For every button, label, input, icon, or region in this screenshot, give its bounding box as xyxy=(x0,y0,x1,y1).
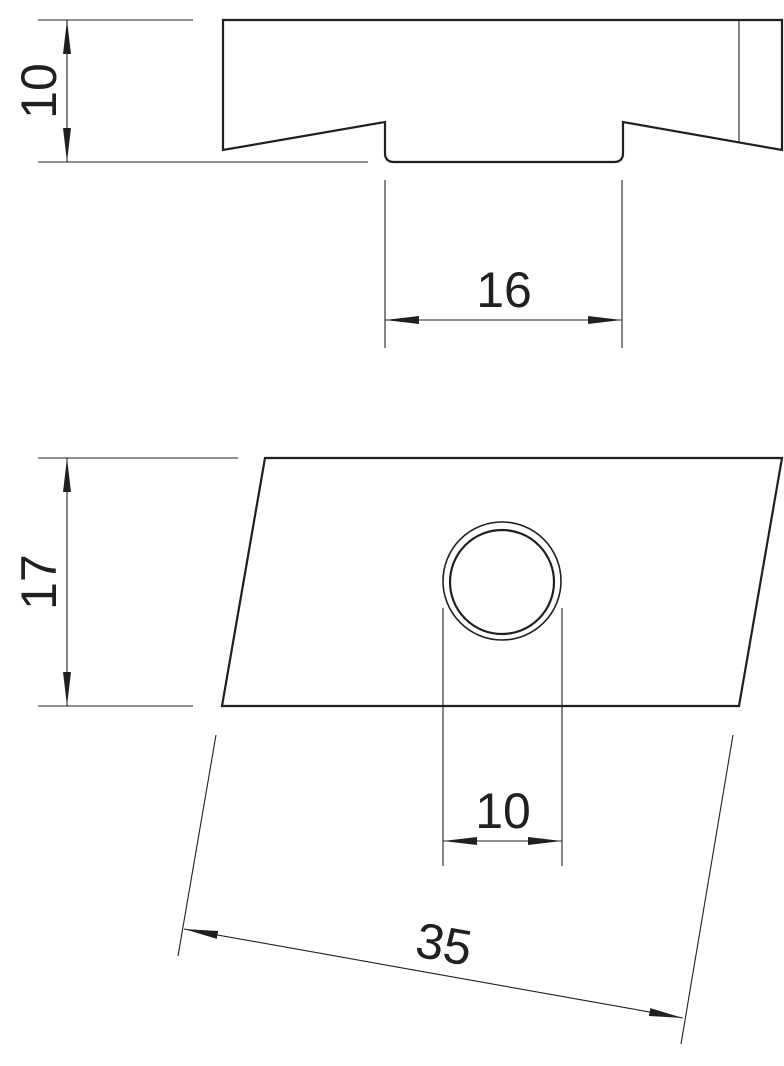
dimension-label-hole-diameter: 10 xyxy=(475,783,531,839)
extension-line-left xyxy=(177,734,217,957)
dimension-slot-width: 16 xyxy=(384,180,623,348)
top-view-outline xyxy=(220,456,784,708)
dimension-label-height-top: 17 xyxy=(11,554,67,610)
side-view-outline xyxy=(221,18,784,164)
extension-line-right xyxy=(680,734,734,1045)
dimension-line xyxy=(183,928,684,1019)
side-view xyxy=(221,18,784,164)
dimension-hole-diameter: 10 xyxy=(442,608,563,866)
dimension-height-top: 17 xyxy=(11,457,238,707)
dimension-label-slot-width: 16 xyxy=(476,262,532,318)
dimension-height-side: 10 xyxy=(11,19,368,163)
dimension-label-length: 35 xyxy=(412,912,477,977)
dimension-length: 35 xyxy=(177,734,734,1045)
dimension-label-height-side: 10 xyxy=(11,63,67,119)
hole-outer-circle xyxy=(442,521,562,641)
hole-inner-circle xyxy=(448,528,556,636)
top-view xyxy=(220,456,784,708)
